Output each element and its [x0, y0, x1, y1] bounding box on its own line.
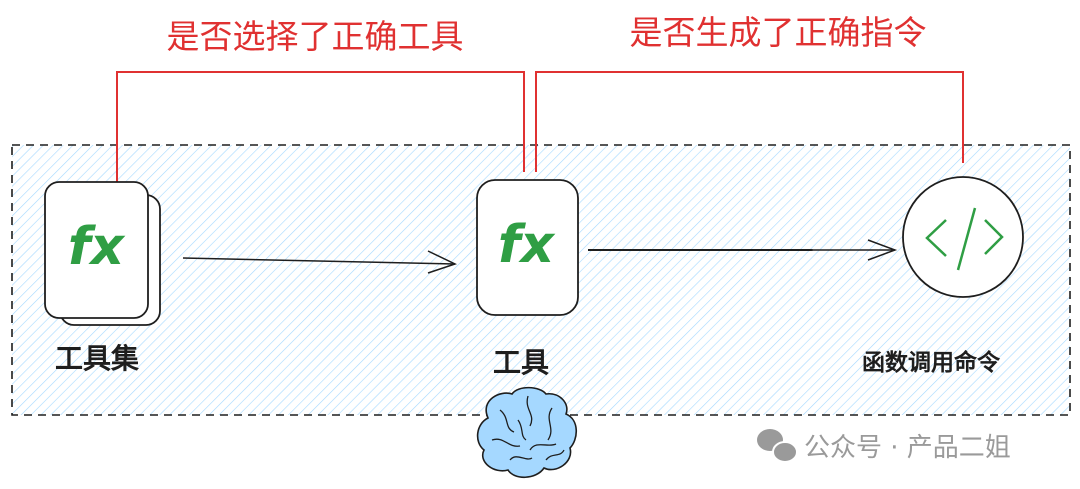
- title-command-generation: 是否生成了正确指令: [630, 13, 927, 52]
- watermark-text: 公众号 · 产品二姐: [804, 433, 1011, 463]
- command-node: [902, 176, 1024, 298]
- arrow-tool-to-command: [588, 239, 898, 261]
- tool-label: 工具: [493, 346, 549, 379]
- fx-icon: fx: [68, 217, 126, 277]
- toolset-label: 工具集: [55, 342, 139, 375]
- wechat-icon: [757, 429, 798, 463]
- title-tool-selection: 是否选择了正确工具: [167, 17, 464, 56]
- code-icon: [925, 207, 1004, 271]
- arrow-toolset-to-tool: [182, 250, 457, 274]
- command-label: 函数调用命令: [862, 349, 1001, 376]
- brain-icon: [476, 386, 578, 479]
- tool-node: fx: [476, 179, 579, 316]
- bracket-command-generation: [535, 71, 964, 172]
- toolset-node: fx: [44, 181, 161, 326]
- bracket-tool-selection: [116, 71, 525, 182]
- fx-icon: fx: [498, 215, 556, 275]
